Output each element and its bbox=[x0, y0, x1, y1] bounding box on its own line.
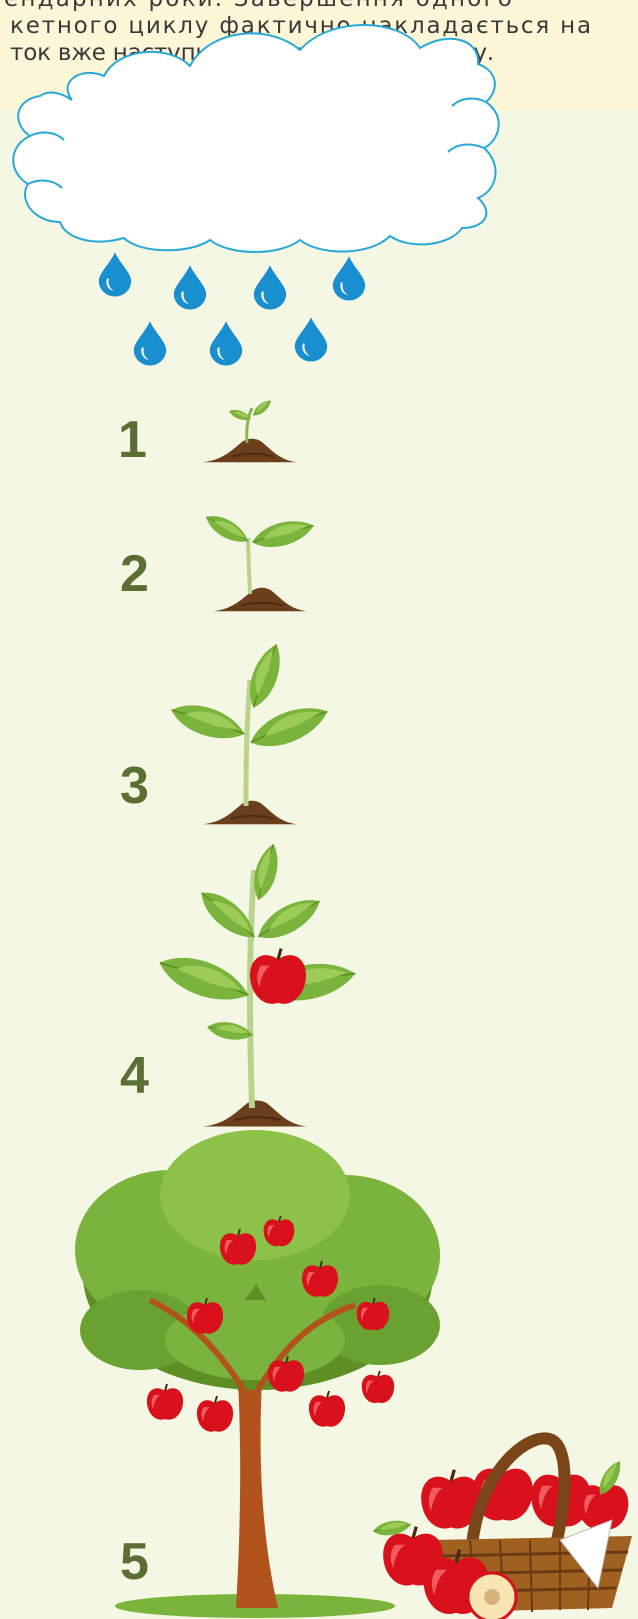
raindrop-icon bbox=[210, 321, 242, 365]
cloud-icon bbox=[13, 25, 498, 252]
raindrop-icon bbox=[295, 317, 327, 361]
raindrop-icon bbox=[134, 321, 166, 365]
stage-number-3: 3 bbox=[120, 760, 149, 812]
raindrops bbox=[99, 252, 365, 365]
apple-basket-icon bbox=[372, 1438, 632, 1619]
raindrop-icon bbox=[254, 265, 286, 309]
stage-number-2: 2 bbox=[120, 548, 149, 600]
stage-number-1: 1 bbox=[118, 414, 147, 466]
raindrop-icon bbox=[174, 265, 206, 309]
raindrop-icon bbox=[99, 252, 131, 296]
young-plant-icon bbox=[167, 640, 333, 824]
raindrop-icon bbox=[333, 256, 365, 300]
stage-number-5: 5 bbox=[120, 1536, 149, 1588]
apple-icon bbox=[250, 949, 306, 1004]
stage-number-4: 4 bbox=[120, 1050, 149, 1102]
sprout-icon bbox=[203, 397, 297, 462]
plant-with-apple-icon bbox=[154, 842, 358, 1127]
seedling-icon bbox=[202, 510, 317, 612]
